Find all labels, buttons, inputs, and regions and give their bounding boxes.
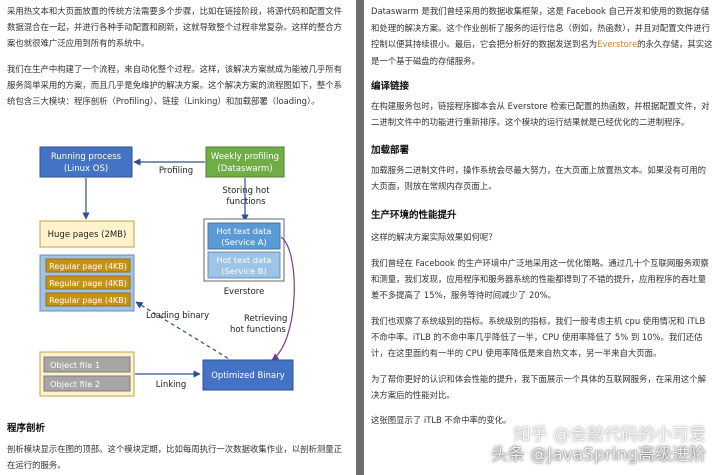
svg-text:Optimized Binary: Optimized Binary — [211, 371, 285, 381]
left-page: 采用热文本和大页面放置的传统方法需要多个步骤，比如在链接阶段，将源代码和配置文件… — [0, 0, 356, 475]
heading-loading: 加载部署 — [371, 145, 410, 156]
left-paragraph-1: 采用热文本和大页面放置的传统方法需要多个步骤，比如在链接阶段，将源代码和配置文件… — [7, 6, 342, 48]
regular-page-1: Regular page (4KB) — [45, 258, 131, 273]
object-file-1: Object file 1 — [43, 356, 131, 373]
huge-pages-box: Huge pages (2MB) — [39, 220, 135, 248]
hot-text-service-a: Hot text data (Service A) — [207, 222, 281, 250]
regular-page-3: Regular page (4KB) — [45, 292, 131, 307]
hot-text-service-b: Hot text data (Service B) — [207, 251, 281, 279]
object-file-2: Object file 2 — [43, 375, 131, 392]
svg-text:(Service B): (Service B) — [221, 266, 266, 276]
left-paragraph-3: 剖析模块显示在图的顶部。这个模块定期，比如每周执行一次数据收集作业，以剖析测量正… — [7, 444, 342, 470]
right-page: Dataswarm 是我们曾经采用的数据收集框架，这是 Facebook 自己开… — [364, 0, 720, 475]
watermark-zhihu: 知乎 @会敲代码的小可爱 — [513, 425, 706, 445]
svg-text:(Service A): (Service A) — [221, 237, 266, 247]
weekly-profiling-box: Weekly profiling (Dataswarm) — [205, 146, 285, 178]
linking-label: Linking — [156, 380, 187, 390]
weekly-profiling-sublabel: (Dataswarm) — [217, 164, 272, 174]
watermark-toutiao: 头条 @JavaSpring高级进阶 — [490, 445, 706, 465]
huge-pages-label: Huge pages (2MB) — [48, 230, 127, 240]
right-paragraph-4: 这样的解决方案实际效果如何呢？ — [371, 232, 497, 242]
pipeline-diagram: Running process (Linux OS) Weekly profil… — [39, 146, 295, 397]
right-paragraph-7: 为了帮你更好的认识和体会性能的提升，我下面展示一个具体的互联网服务，在采用这个解… — [371, 374, 706, 400]
svg-text:Object file 2: Object file 2 — [50, 379, 100, 389]
storing-label-2: functions — [226, 197, 266, 207]
right-paragraph-1: Dataswarm 是我们曾经采用的数据收集框架，这是 Facebook 自己开… — [371, 6, 713, 66]
svg-text:Regular page (4KB): Regular page (4KB) — [49, 296, 127, 305]
running-process-label: Running process — [51, 152, 122, 162]
heading-profiling: 程序剖析 — [7, 423, 46, 434]
right-paragraph-2: 在构建服务包时，链接程序脚本会从 Everstore 检索已配置的热函数，并根据… — [371, 101, 710, 127]
loading-binary-arrow — [135, 301, 235, 363]
right-paragraph-3: 加载服务二进制文件时，操作系统会尽最大努力，在大页面上放置热文本。如果没有可用的… — [371, 165, 706, 191]
loading-binary-label: Loading binary — [146, 311, 209, 321]
retrieving-label-2: hot functions — [230, 325, 286, 335]
svg-text:Hot text data: Hot text data — [217, 226, 272, 236]
svg-text:Regular page (4KB): Regular page (4KB) — [49, 262, 127, 271]
retrieving-label-1: Retrieving — [244, 314, 287, 324]
retrieving-arrow — [271, 236, 295, 361]
right-paragraph-8: 这张图显示了 iTLB 不命中率的变化。 — [371, 415, 512, 425]
right-paragraph-5: 我们曾经在 Facebook 的生产环境中广泛地采用这一优化策略。通过几十个互联… — [371, 258, 709, 300]
svg-text:Object file 1: Object file 1 — [50, 360, 100, 370]
heading-linking: 编译链接 — [371, 81, 410, 92]
optimized-binary-box: Optimized Binary — [202, 359, 294, 391]
right-paragraph-6: 我们也观察了系统级别的指标。系统级别的指标，我们一般考虑主机 cpu 使用情况和… — [371, 316, 706, 358]
left-paragraph-2: 我们在生产中构建了一个流程，来自动化整个过程。这样，该解决方案就成为能被几乎所有… — [7, 64, 342, 106]
weekly-profiling-label: Weekly profiling — [211, 152, 279, 162]
running-process-box: Running process (Linux OS) — [39, 146, 133, 178]
svg-text:Regular page (4KB): Regular page (4KB) — [49, 279, 127, 288]
svg-text:Hot text data: Hot text data — [217, 255, 272, 265]
profiling-label: Profiling — [159, 166, 193, 176]
storing-label-1: Storing hot — [222, 186, 270, 196]
running-process-sublabel: (Linux OS) — [64, 164, 108, 174]
regular-page-2: Regular page (4KB) — [45, 275, 131, 290]
everstore-link[interactable]: Everstore — [597, 39, 638, 49]
heading-env: 生产环境的性能提升 — [371, 210, 457, 221]
everstore-label: Everstore — [224, 287, 265, 297]
